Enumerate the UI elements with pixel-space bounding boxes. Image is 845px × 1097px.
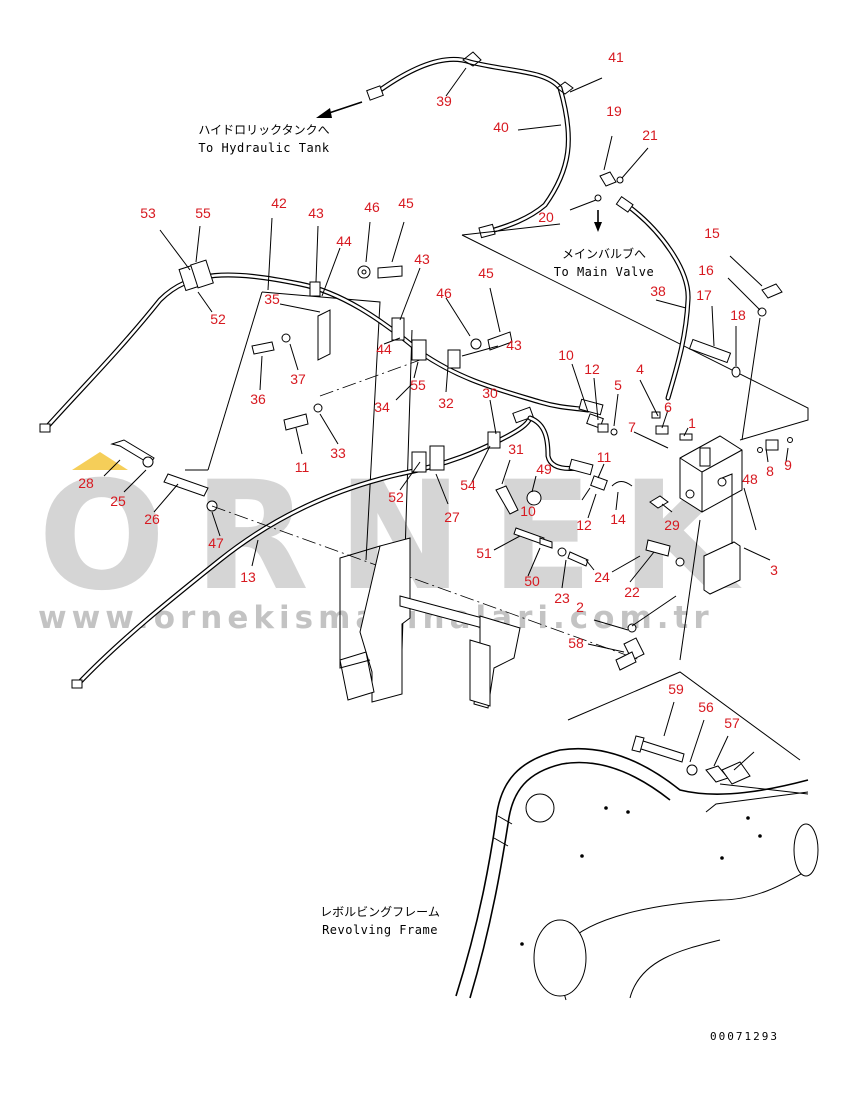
part-label: 23 [554,590,570,606]
part-label: 49 [536,461,552,477]
main-valve-hose [569,135,691,401]
part-label: 8 [766,463,774,479]
part-label: 36 [250,391,266,407]
valve-block-assembly [633,255,793,595]
part-label: 2 [576,599,584,615]
line-47-assembly [71,399,641,689]
pedal-bracket-assembly [339,459,595,709]
part-label: 27 [444,509,460,525]
part-label: 30 [482,385,498,401]
part-label: 46 [364,199,380,215]
part-label: 19 [606,103,622,119]
line-42-assembly [39,217,604,455]
part-label: 13 [240,569,256,585]
part-label: 31 [508,441,524,457]
part-label: 12 [576,517,592,533]
part-label: 40 [493,119,509,135]
part-label: 26 [144,511,160,527]
part-label: 57 [724,715,740,731]
part-label: 43 [414,251,430,267]
part-label: 43 [308,205,324,221]
part-label: 44 [336,233,352,249]
part-label: 55 [195,205,211,221]
note-hydraulic-tank-jp: ハイドロリックタンクへ [198,123,329,137]
part-label: 50 [524,573,540,589]
part-label: 56 [698,699,714,715]
part-label: 48 [742,471,758,487]
part-label: 24 [594,569,610,585]
part-label: 58 [568,635,584,651]
part-label: 53 [140,205,156,221]
part-label: 7 [628,419,636,435]
part-label: 33 [330,445,346,461]
part-label: 21 [642,127,658,143]
part-label: 44 [376,341,392,357]
part-label: 12 [584,361,600,377]
part-label: 52 [388,489,404,505]
part-label: 15 [704,225,720,241]
note-revolving-frame-jp: レボルビングフレーム [320,905,440,919]
part-label: 34 [374,399,390,415]
part-label: 5 [614,377,622,393]
part-label: 52 [210,311,226,327]
part-label: 42 [271,195,287,211]
notes: ハイドロリックタンクへ To Hydraulic Tank メインバルブへ To… [198,123,779,1043]
part-label: 10 [558,347,574,363]
part-label: 11 [597,449,612,465]
note-hydraulic-tank-en: To Hydraulic Tank [198,141,330,155]
fitting-cluster [571,363,685,583]
part-label: 25 [110,493,126,509]
part-label: 51 [476,545,492,561]
fitting-2-3 [587,595,677,671]
part-label: 59 [668,681,684,697]
part-label: 3 [770,562,778,578]
part-label: 17 [696,287,712,303]
part-label: 6 [664,399,672,415]
part-label: 22 [624,584,640,600]
note-revolving-frame-en: Revolving Frame [322,923,438,937]
part-label: 54 [460,477,476,493]
revolving-frame [455,701,819,1001]
part-label: 38 [650,283,666,299]
part-label: 39 [436,93,452,109]
part-label: 29 [664,517,680,533]
part-label: 46 [436,285,452,301]
part-label: 37 [290,371,306,387]
part-label: 11 [295,459,310,475]
part-label: 43 [506,337,522,353]
note-main-valve-jp: メインバルブへ [562,246,646,261]
part-label: 9 [784,457,792,473]
part-label: 4 [636,361,644,377]
part-label: 41 [608,49,624,65]
part-label: 16 [698,262,714,278]
tank-hose-assembly [316,51,603,239]
part-label: 18 [730,307,746,323]
drawing-code: 00071293 [710,1030,779,1043]
part-label: 45 [478,265,494,281]
part-label: 35 [264,291,280,307]
part-label: 10 [520,503,536,519]
part-label: 28 [78,475,94,491]
part-label: 1 [688,415,696,431]
part-label: 55 [410,377,426,393]
part-label: 14 [610,511,626,527]
part-label: 45 [398,195,414,211]
part-label: 32 [438,395,454,411]
part-label: 20 [538,209,554,225]
note-main-valve-en: To Main Valve [554,265,654,279]
part-label: 47 [208,535,224,551]
